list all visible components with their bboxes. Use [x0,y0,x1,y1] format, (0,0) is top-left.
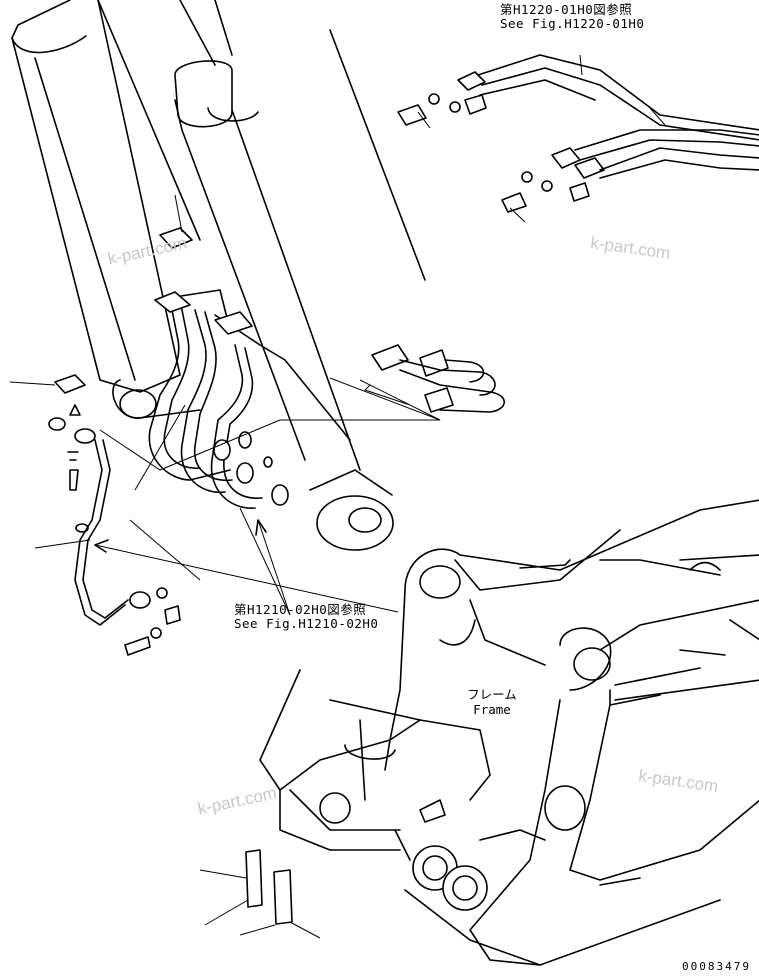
leader-lines [94,194,399,616]
left-hose-assembly [9,374,181,656]
reference-top-en: See Fig.H1220-01H0 [500,16,645,31]
frame-label-en: Frame [473,702,511,717]
frame [199,499,759,966]
drawing-number: 00083479 [682,960,751,973]
top-right-fittings [397,54,759,223]
hydraulic-pipes [99,227,441,581]
frame-label-jp: フレーム [467,687,517,702]
right-fittings [329,344,506,421]
boom-cylinders [11,0,426,551]
reference-label-middle: 第H1210-02H0図参照 See Fig.H1210-02H0 [234,603,378,631]
reference-top-jp: 第H1220-01H0図参照 [500,2,633,17]
reference-label-top: 第H1220-01H0図参照 See Fig.H1220-01H0 [500,3,644,31]
frame-label: フレーム Frame [462,687,522,717]
reference-middle-en: See Fig.H1210-02H0 [234,616,379,631]
reference-middle-jp: 第H1210-02H0図参照 [234,602,367,617]
